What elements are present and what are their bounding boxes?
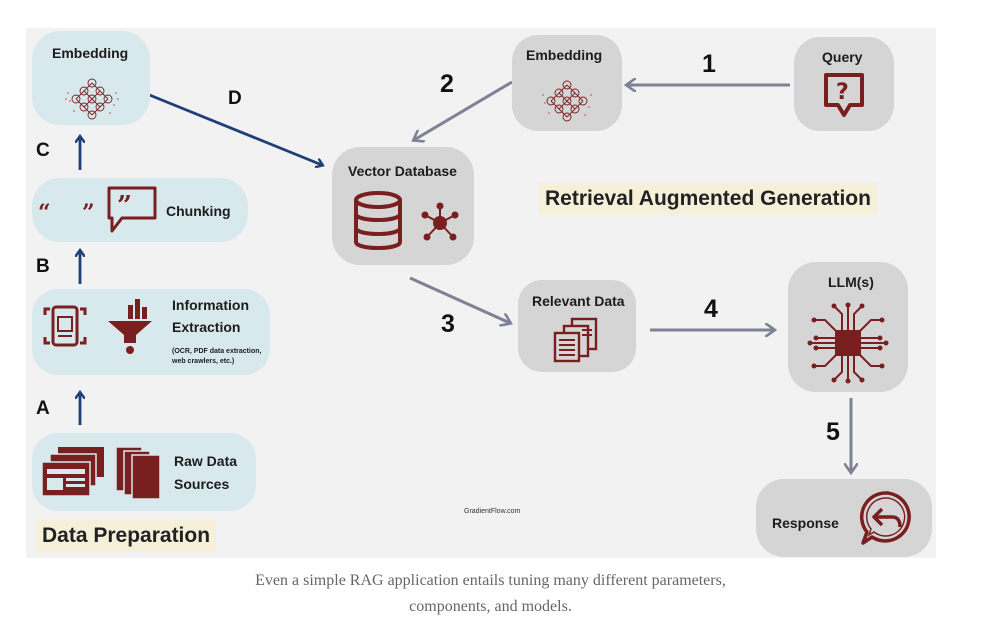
arrow-3 <box>409 276 510 323</box>
step-3: 3 <box>441 310 455 338</box>
info-extraction-subtext-1: (OCR, PDF data extraction, <box>172 348 262 355</box>
vector-database-label: Vector Database <box>348 163 457 179</box>
speech-bubble-quote-icon: ” <box>107 186 157 233</box>
info-extraction-label-2: Extraction <box>172 319 241 335</box>
caption-line-2: components, and models. <box>409 598 572 615</box>
caption-line-1: Even a simple RAG application entails tu… <box>255 572 726 589</box>
step-2: 2 <box>440 70 454 98</box>
svg-text:”: ” <box>82 202 95 222</box>
neural-network-icon <box>542 80 592 122</box>
step-5: 5 <box>826 418 840 446</box>
letter-b: B <box>36 256 50 277</box>
quote-icon: “ ” <box>38 202 95 222</box>
caption: Even a simple RAG application entails tu… <box>0 568 981 620</box>
response-node: Response <box>756 479 932 557</box>
raw-data-label-1: Raw Data <box>174 453 238 469</box>
info-extraction-subtext-2: web crawlers, etc.) <box>172 358 235 365</box>
embedding-node-prep: Embedding <box>32 31 150 125</box>
question-bubble-icon: ? <box>824 73 864 117</box>
vector-database-node: Vector Database <box>332 147 474 265</box>
rag-title: Retrieval Augmented Generation <box>539 183 877 215</box>
svg-text:“: “ <box>38 202 51 222</box>
info-extraction-label-1: Information <box>172 297 249 313</box>
credit-text: GradientFlow.com <box>464 508 521 515</box>
arrow-2 <box>414 80 513 140</box>
neural-network-icon <box>65 78 119 120</box>
arrow-d <box>146 92 322 165</box>
query-node: Query ? <box>794 37 894 131</box>
numbered-documents-icon <box>553 317 598 363</box>
embedding-label-rag: Embedding <box>526 47 603 63</box>
document-stack-icon <box>41 446 161 500</box>
relevant-data-label: Relevant Data <box>532 293 625 309</box>
svg-text:?: ? <box>836 80 849 105</box>
raw-data-sources-node: Raw Data Sources <box>32 433 256 511</box>
funnel-chart-icon <box>108 299 152 354</box>
document-scan-icon <box>43 305 87 347</box>
chunking-node: Chunking “ ” ” <box>32 178 248 242</box>
llm-label: LLM(s) <box>828 274 874 290</box>
data-preparation-title: Data Preparation <box>36 520 217 552</box>
svg-text:”: ” <box>117 191 132 221</box>
chunking-label: Chunking <box>166 203 231 219</box>
raw-data-label-2: Sources <box>174 476 230 492</box>
embedding-label-prep: Embedding <box>52 45 129 61</box>
response-label: Response <box>772 515 839 531</box>
relevant-data-node: Relevant Data <box>518 280 636 372</box>
llm-node: LLM(s) <box>788 262 908 392</box>
query-label: Query <box>822 49 863 65</box>
step-1: 1 <box>702 50 716 78</box>
processor-chip-icon <box>807 302 889 384</box>
information-extraction-node: Information Extraction (OCR, PDF data ex… <box>32 289 270 375</box>
letter-a: A <box>36 398 50 419</box>
database-icon <box>354 191 402 250</box>
letter-d: D <box>228 88 242 109</box>
letter-c: C <box>36 140 50 161</box>
step-4: 4 <box>704 295 718 323</box>
reply-bubble-icon <box>859 491 911 545</box>
embedding-node-rag: Embedding <box>512 35 622 131</box>
network-graph-icon <box>421 202 459 241</box>
